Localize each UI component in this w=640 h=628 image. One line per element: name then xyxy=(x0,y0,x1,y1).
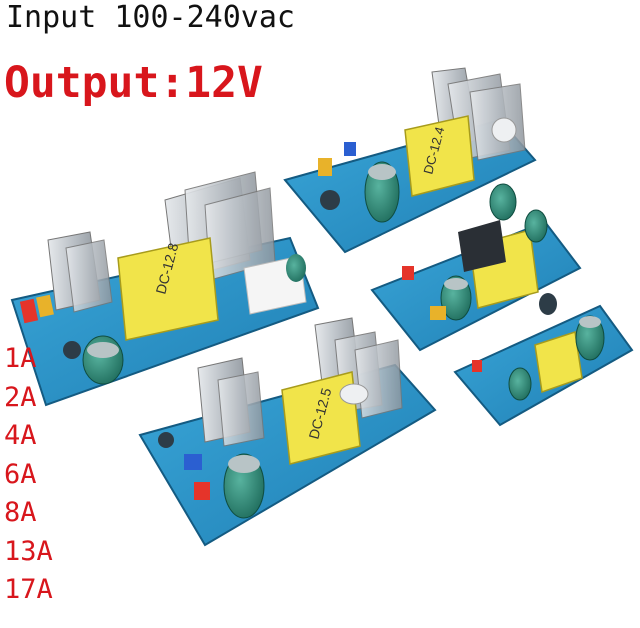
current-rating-item: 2A xyxy=(4,381,37,413)
current-rating-item: 1A xyxy=(4,343,37,374)
board-b: DC-12.4 xyxy=(283,67,537,254)
board-a: DC-12.8 xyxy=(10,171,320,407)
current-rating-item: 8A xyxy=(4,497,37,528)
input-voltage-heading: Input 100-240vac xyxy=(6,0,295,35)
current-rating-item: 6A xyxy=(4,458,37,490)
current-ratings-list: 1A 2A 4A 6A 8A 13A 17A xyxy=(4,340,53,610)
current-rating-item: 4A xyxy=(4,420,37,451)
board-d xyxy=(370,183,582,352)
current-rating-item: 13A xyxy=(4,535,53,567)
board-e xyxy=(453,293,634,427)
board-c: DC-12.5 xyxy=(138,317,437,547)
current-rating-item: 17A xyxy=(4,574,53,605)
output-voltage-heading: Output:12V xyxy=(4,58,263,108)
